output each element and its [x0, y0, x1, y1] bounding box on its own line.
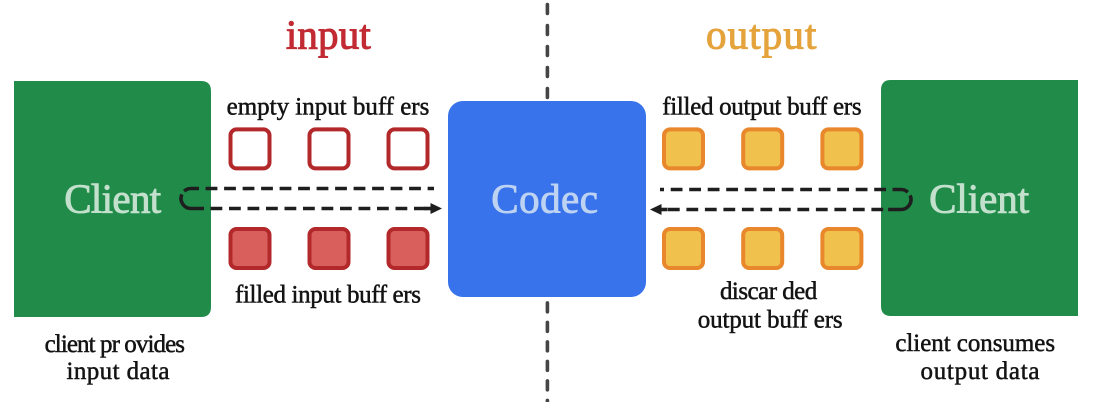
svg-text:output data: output data [921, 358, 1040, 385]
svg-text:filled input buff ers: filled input buff ers [235, 282, 421, 309]
svg-text:input data: input data [67, 358, 170, 385]
svg-text:client pr ovides: client pr ovides [45, 331, 185, 358]
svg-text:filled output buff ers: filled output buff ers [662, 94, 861, 121]
svg-text:Codec: Codec [491, 176, 598, 222]
svg-text:output: output [706, 12, 817, 58]
svg-text:output buff ers: output buff ers [698, 307, 843, 334]
svg-text:discar ded: discar ded [720, 278, 818, 305]
svg-text:empty input buff ers: empty input buff ers [227, 94, 430, 121]
svg-text:Client: Client [64, 176, 162, 222]
svg-text:Client: Client [929, 176, 1030, 222]
svg-text:client consumes: client consumes [895, 330, 1055, 357]
svg-text:input: input [286, 12, 371, 58]
